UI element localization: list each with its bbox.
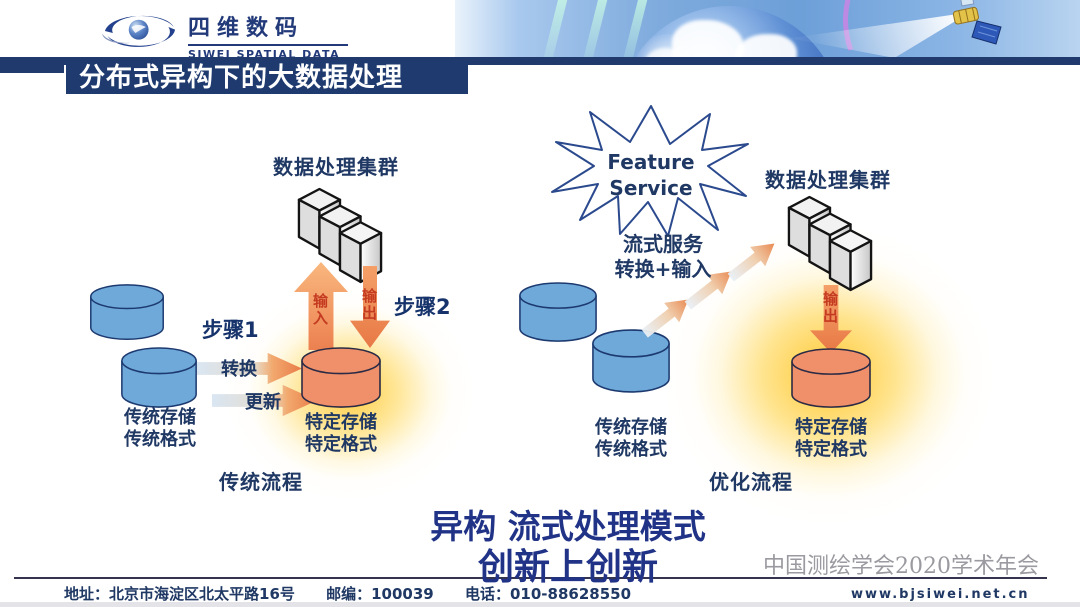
label-line: 传统存储 <box>124 407 196 428</box>
step1-label: 步骤1 <box>202 318 259 342</box>
slogan-line1: 异构 流式处理模式 <box>430 507 706 546</box>
database-cylinder-icon <box>121 347 197 408</box>
light-streak-icon <box>538 0 571 58</box>
right-cluster-label: 数据处理集群 <box>765 168 891 192</box>
step2-label: 步骤2 <box>394 295 451 319</box>
database-cylinder-icon <box>791 348 871 408</box>
output-label: 输出 <box>360 288 378 322</box>
label-line: 传统格式 <box>124 429 196 450</box>
left-caption: 传统流程 <box>219 470 303 494</box>
footer-phone: 电话：010-88628550 <box>464 585 632 603</box>
logo-underline <box>188 44 348 46</box>
footer-contact: 地址：北京市海淀区北太平路16号 邮编：100039 电话：010-886285… <box>64 583 657 604</box>
left-source-label: 传统存储 传统格式 <box>110 407 210 451</box>
starburst-shape <box>551 105 749 237</box>
siwei-logo-icon <box>102 15 176 47</box>
title-strip <box>0 57 1080 65</box>
footer-website: www.bjsiwei.net.cn <box>851 587 1030 602</box>
right-caption: 优化流程 <box>709 470 793 494</box>
footer-postcode: 邮编：100039 <box>326 585 434 603</box>
stream-service-label2: 转换+输入 <box>614 257 712 281</box>
slide-title-bar: 分布式异构下的大数据处理 <box>66 61 468 94</box>
watermark-text: 中国测绘学会2020学术年会 <box>763 554 1039 579</box>
right-target-label: 特定存储 特定格式 <box>781 417 881 461</box>
database-cylinder-icon <box>90 284 164 341</box>
output-label: 输出 <box>821 291 839 325</box>
convert-label: 转换 <box>221 359 257 380</box>
database-cylinder-icon <box>301 347 381 408</box>
left-target-label: 特定存储 特定格式 <box>291 412 391 456</box>
database-cylinder-icon <box>519 282 597 342</box>
label-line: 传统格式 <box>595 439 667 460</box>
logo-name-cn: 四维数码 <box>188 16 305 41</box>
label-line: 特定格式 <box>795 439 867 460</box>
right-source-label: 传统存储 传统格式 <box>581 417 681 461</box>
light-streak-icon <box>578 0 611 58</box>
label-line: 传统存储 <box>595 417 667 438</box>
feature-service-line1: Feature <box>607 150 695 174</box>
feature-service-line2: Service <box>609 176 693 200</box>
input-label: 输入 <box>311 293 329 327</box>
satellite-icon <box>952 0 1002 45</box>
title-stub <box>0 57 64 73</box>
label-line: 特定存储 <box>795 417 867 438</box>
update-label: 更新 <box>245 392 281 413</box>
header-banner <box>455 0 1080 58</box>
server-cluster-icon <box>787 195 873 292</box>
bottom-edge-strip <box>0 602 1080 607</box>
logo-text-block: 四维数码 SIWEI SPATIAL DATA <box>188 10 348 61</box>
footer-address: 地址：北京市海淀区北太平路16号 <box>64 585 295 603</box>
slide-title: 分布式异构下的大数据处理 <box>79 63 404 93</box>
label-line: 特定格式 <box>305 434 377 455</box>
footer-divider <box>14 577 1047 579</box>
slogan-line2: 创新上创新 <box>477 546 658 588</box>
label-line: 特定存储 <box>305 412 377 433</box>
left-cluster-label: 数据处理集群 <box>273 155 399 179</box>
